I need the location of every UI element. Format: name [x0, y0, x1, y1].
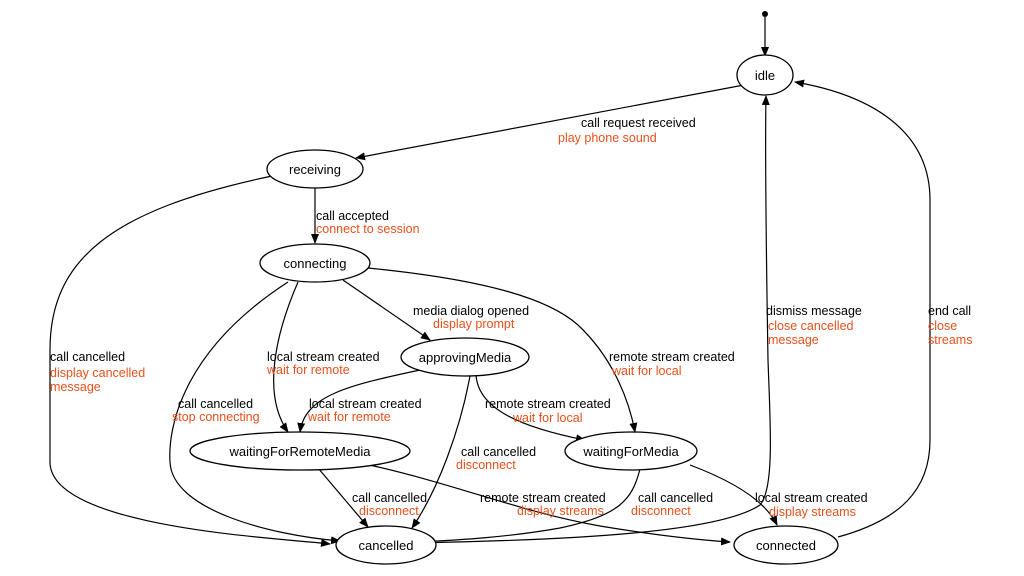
label-approving-cancelled-action: disconnect — [456, 458, 516, 472]
label-waitingmedia-connected-action: display streams — [769, 505, 856, 519]
label-approving-waitingmedia-action: wait for local — [512, 411, 582, 425]
node-idle-label: idle — [755, 68, 775, 83]
edge-connecting-waitingremote — [273, 281, 299, 433]
node-approvingmedia-label: approvingMedia — [419, 350, 512, 365]
label-cancelled-idle-action-line2: message — [768, 333, 819, 347]
label-connecting-waitingremote-event: local stream created — [267, 350, 380, 364]
node-connected-label: connected — [756, 538, 816, 553]
edge-waitingmedia-connected — [689, 464, 778, 526]
edge-connected-idle — [794, 79, 931, 538]
label-connected-idle-action-line1: close — [928, 319, 957, 333]
node-waitingformedia-label: waitingForMedia — [582, 444, 679, 459]
label-receiving-cancelled-action-line2: message — [50, 380, 101, 394]
edge-connecting-cancelled — [169, 281, 341, 545]
edge-waitingmedia-cancelled — [417, 468, 641, 546]
label-connecting-waitingmedia-event: remote stream created — [609, 350, 735, 364]
edge-approving-waitingremote — [297, 369, 421, 433]
label-connecting-approving-event: media dialog opened — [413, 304, 529, 318]
label-idle-receiving-action: play phone sound — [558, 131, 657, 145]
node-approvingmedia: approvingMedia — [400, 337, 530, 377]
edge-waitingremote-connected — [364, 463, 731, 546]
edge-approving-waitingmedia — [475, 374, 586, 443]
label-receiving-cancelled-action-line1: display cancelled — [50, 366, 145, 380]
node-receiving: receiving — [266, 149, 364, 189]
edge-waitingremote-cancelled — [317, 467, 369, 528]
node-connected: connected — [733, 525, 839, 565]
node-cancelled-label: cancelled — [359, 538, 414, 553]
node-waitingforremotemedia-label: waitingForRemoteMedia — [229, 444, 372, 459]
label-approving-waitingremote-action: wait for remote — [307, 410, 391, 424]
node-waitingformedia: waitingForMedia — [564, 431, 698, 471]
label-connecting-cancelled-event: call cancelled — [178, 397, 253, 411]
label-waitingmedia-connected-event: local stream created — [755, 491, 868, 505]
node-connecting: connecting — [259, 243, 371, 283]
initial-state-dot — [762, 11, 768, 17]
label-approving-cancelled-event: call cancelled — [461, 445, 536, 459]
node-connecting-label: connecting — [284, 256, 347, 271]
label-waitingmedia-cancelled-event: call cancelled — [638, 491, 713, 505]
label-waitingmedia-cancelled-action: disconnect — [631, 504, 691, 518]
node-idle: idle — [736, 54, 794, 96]
label-waitingremote-cancelled-action: disconnect — [359, 504, 419, 518]
label-connected-idle-action-line2: streams — [928, 333, 972, 347]
edge-connecting-approving — [342, 279, 431, 341]
label-connecting-cancelled-action: stop connecting — [172, 410, 260, 424]
edge-connecting-waitingmedia — [367, 267, 638, 433]
label-approving-waitingmedia-event: remote stream created — [485, 397, 611, 411]
edge-idle-receiving — [355, 84, 745, 161]
edge-cancelled-idle — [409, 95, 772, 544]
label-waitingremote-connected-event: remote stream created — [480, 491, 606, 505]
edge-receiving-cancelled — [49, 175, 331, 547]
label-idle-receiving-event: call request received — [581, 116, 696, 130]
label-receiving-cancelled-event: call cancelled — [50, 350, 125, 364]
edge-approving-cancelled — [411, 375, 471, 529]
label-connecting-waitingremote-action: wait for remote — [266, 363, 350, 377]
label-receiving-connecting-action: connect to session — [316, 222, 420, 236]
label-cancelled-idle-event: dismiss message — [766, 304, 862, 318]
node-cancelled: cancelled — [335, 525, 437, 565]
edge-labels: call request received play phone sound c… — [50, 116, 972, 519]
nodes: idle receiving connecting approvingMedia… — [189, 54, 839, 565]
edges — [49, 11, 931, 547]
label-connecting-waitingmedia-action: wait for local — [611, 364, 681, 378]
node-waitingforremotemedia: waitingForRemoteMedia — [189, 431, 411, 471]
label-waitingremote-cancelled-event: call cancelled — [352, 491, 427, 505]
label-approving-waitingremote-event: local stream created — [309, 397, 422, 411]
label-connected-idle-event: end call — [928, 304, 971, 318]
label-waitingremote-connected-action: display streams — [517, 504, 604, 518]
node-receiving-label: receiving — [289, 162, 341, 177]
label-cancelled-idle-action-line1: close cancelled — [768, 319, 854, 333]
label-receiving-connecting-event: call accepted — [316, 209, 389, 223]
label-connecting-approving-action: display prompt — [433, 317, 515, 331]
